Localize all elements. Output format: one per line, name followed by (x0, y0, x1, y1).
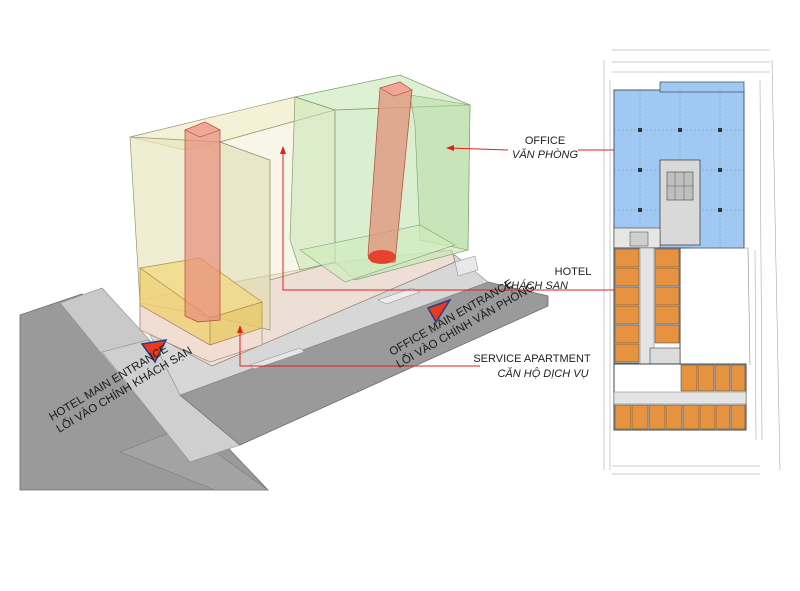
plan-dimension-lines (603, 49, 781, 475)
floor-plan (603, 49, 781, 475)
service-apartment-label-vi: CĂN HỘ DỊCH VỤ (497, 367, 588, 380)
south-rooms-north (680, 364, 746, 392)
hotel-core (184, 121, 221, 323)
leader-office (447, 147, 509, 151)
hotel-rooms-east (654, 248, 680, 344)
curb-cut-2 (454, 255, 479, 277)
office-tower-front-face (289, 96, 336, 271)
site-ground (19, 254, 549, 491)
plan-driveway (690, 247, 751, 366)
hotel-rooms-west (614, 248, 640, 382)
building-model (129, 74, 471, 367)
leader-apartment (239, 328, 480, 367)
curb-cut-3 (249, 347, 305, 370)
office-core-base (368, 250, 396, 264)
office-label-vi: VĂN PHÒNG (512, 148, 578, 161)
office-entrance-marker (426, 298, 452, 324)
podium-lower-volume (139, 304, 263, 363)
hotel-label-en: HOTEL (555, 266, 592, 278)
leader-office-arrowhead (446, 145, 454, 151)
office-columns (638, 128, 722, 212)
office-label-en: OFFICE (525, 135, 565, 147)
leader-apartment-arrowhead (237, 325, 243, 333)
service-apartment-label-en: SERVICE APARTMENT (473, 353, 591, 365)
hotel-core-top (184, 121, 221, 138)
plan-stair (629, 231, 649, 247)
office-core-top (379, 81, 413, 97)
curb-cut-1 (377, 287, 421, 305)
leader-hotel-arrowhead (280, 146, 286, 154)
hotel-label-vi: KHÁCH SẠN (504, 279, 568, 292)
leader-hotel (282, 148, 585, 291)
south-wing (613, 363, 747, 431)
office-plan-lift-cars (667, 172, 693, 200)
south-wing-corridor (613, 391, 747, 405)
south-rooms-south (614, 404, 746, 430)
hotel-entrance-marker (140, 339, 168, 364)
office-floor-upper-wing (659, 81, 745, 93)
